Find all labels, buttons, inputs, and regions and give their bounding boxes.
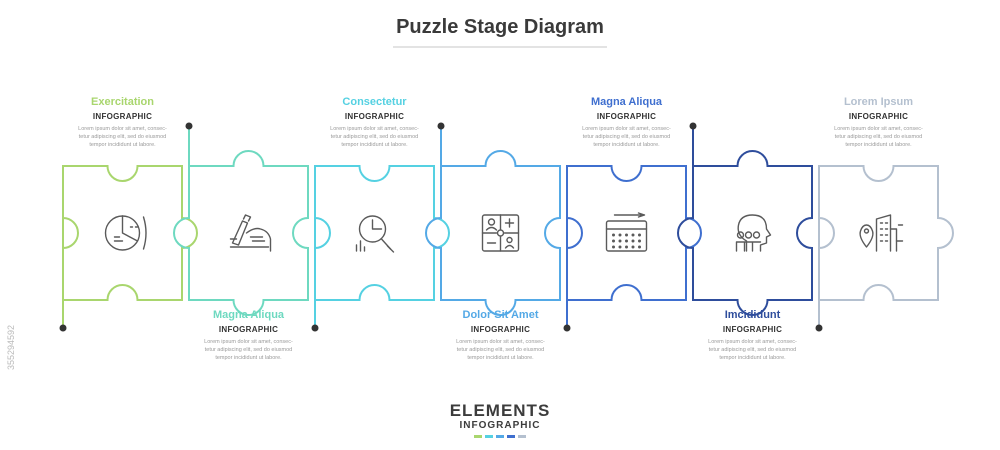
title-underline xyxy=(393,46,607,48)
step-title: Exercitation xyxy=(91,96,154,108)
puzzle-piece xyxy=(677,150,813,316)
description-line: Lorem ipsum dolor sit amet, consec- xyxy=(204,339,293,345)
step-subtitle: INFOGRAPHIC xyxy=(218,325,279,334)
step-subtitle: INFOGRAPHIC xyxy=(92,112,153,121)
connector-dot xyxy=(815,324,823,332)
description-line: tempor incididunt ut labore. xyxy=(719,355,786,361)
description-line: Lorem ipsum dolor sit amet, consec- xyxy=(456,339,545,345)
puzzle-piece xyxy=(173,150,309,316)
page-title: Puzzle Stage Diagram xyxy=(396,16,604,38)
description-line: tetur adipiscing elit, sed do eiusmod xyxy=(834,134,923,140)
brand-subtitle: INFOGRAPHIC xyxy=(459,420,541,431)
description-line: tempor incididunt ut labore. xyxy=(341,142,408,148)
connector-dot xyxy=(689,122,697,130)
brand-swatch xyxy=(485,435,493,438)
description-line: tetur adipiscing elit, sed do eiusmod xyxy=(582,134,671,140)
brand-name: ELEMENTS xyxy=(449,401,551,420)
description-line: Lorem ipsum dolor sit amet, consec- xyxy=(708,339,797,345)
description-line: tempor incididunt ut labore. xyxy=(593,142,660,148)
step-description: Lorem ipsum dolor sit amet, consec-tetur… xyxy=(441,338,561,362)
step-subtitle: INFOGRAPHIC xyxy=(596,112,657,121)
description-line: tempor incididunt ut labore. xyxy=(215,355,282,361)
puzzle-piece xyxy=(818,165,954,301)
description-line: Lorem ipsum dolor sit amet, consec- xyxy=(330,126,419,132)
connector-dot xyxy=(185,122,193,130)
description-line: tetur adipiscing elit, sed do eiusmod xyxy=(204,347,293,353)
puzzle-piece xyxy=(62,165,198,301)
step-subtitle: INFOGRAPHIC xyxy=(470,325,531,334)
description-line: tetur adipiscing elit, sed do eiusmod xyxy=(330,134,419,140)
puzzle-piece xyxy=(566,165,702,301)
brand-swatch xyxy=(496,435,504,438)
hand-writing-icon xyxy=(229,214,272,252)
city-location-icon xyxy=(859,214,904,252)
step-description: Lorem ipsum dolor sit amet, consec-tetur… xyxy=(693,338,813,362)
description-line: Lorem ipsum dolor sit amet, consec- xyxy=(834,126,923,132)
step-title: Magna Aliqua xyxy=(212,309,285,321)
step-subtitle: INFOGRAPHIC xyxy=(722,325,783,334)
description-line: Lorem ipsum dolor sit amet, consec- xyxy=(582,126,671,132)
connector-dot xyxy=(563,324,571,332)
description-line: tetur adipiscing elit, sed do eiusmod xyxy=(708,347,797,353)
step-title: Lorem Ipsum xyxy=(843,96,914,108)
step-description: Lorem ipsum dolor sit amet, consec-tetur… xyxy=(63,125,183,149)
description-line: tempor incididunt ut labore. xyxy=(89,142,156,148)
step-description: Lorem ipsum dolor sit amet, consec-tetur… xyxy=(315,125,435,149)
step-description: Lorem ipsum dolor sit amet, consec-tetur… xyxy=(819,125,939,149)
description-line: tetur adipiscing elit, sed do eiusmod xyxy=(456,347,545,353)
connector-dot xyxy=(437,122,445,130)
step-title: Consectetur xyxy=(342,96,407,108)
connector-dot xyxy=(311,324,319,332)
side-id-text: 355294592 xyxy=(6,324,16,370)
brand-logo: ELEMENTS INFOGRAPHIC xyxy=(0,402,1000,438)
brand-swatch xyxy=(474,435,482,438)
magnifier-chart-icon xyxy=(355,215,395,253)
step-subtitle: INFOGRAPHIC xyxy=(344,112,405,121)
description-line: Lorem ipsum dolor sit amet, consec- xyxy=(78,126,167,132)
step-title: Magna Aliqua xyxy=(590,96,663,108)
team-head-icon xyxy=(735,214,772,252)
step-description: Lorem ipsum dolor sit amet, consec-tetur… xyxy=(189,338,309,362)
description-line: tempor incididunt ut labore. xyxy=(845,142,912,148)
brand-swatch xyxy=(518,435,526,438)
brand-swatch xyxy=(507,435,515,438)
description-line: tetur adipiscing elit, sed do eiusmod xyxy=(78,134,167,140)
step-title: Dolor Sit Amet xyxy=(462,309,539,321)
pie-chart-icon xyxy=(104,215,147,251)
puzzle-piece xyxy=(314,165,450,301)
step-description: Lorem ipsum dolor sit amet, consec-tetur… xyxy=(567,125,687,149)
description-line: tempor incididunt ut labore. xyxy=(467,355,534,361)
puzzle-piece xyxy=(425,150,561,316)
step-subtitle: INFOGRAPHIC xyxy=(848,112,909,121)
calendar-icon xyxy=(605,212,648,252)
connector-dot xyxy=(59,324,67,332)
puzzle-pieces-icon xyxy=(481,214,520,252)
brand-swatches xyxy=(0,435,1000,438)
step-title: Imcididunt xyxy=(724,309,781,321)
